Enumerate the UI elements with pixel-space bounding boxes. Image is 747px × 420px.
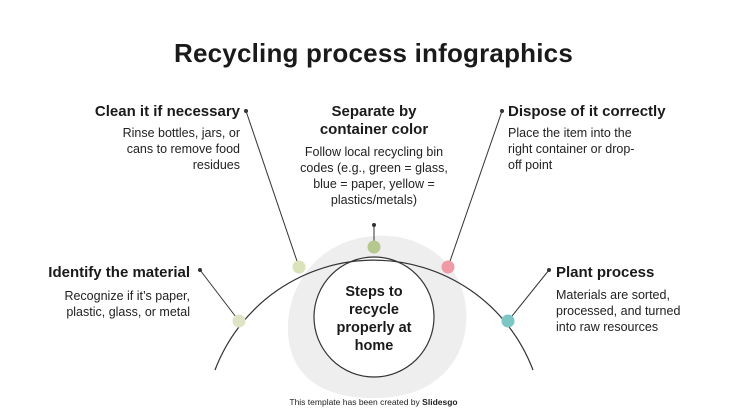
step-title-separate: Separate by container color [319,103,429,138]
step-desc-dispose: Place the item into the right container … [508,126,635,172]
footer-brand: Slidesgo [422,397,458,407]
connector-end-dot-1 [198,268,202,272]
step-desc-clean: Rinse bottles, jars, or cans to remove f… [122,126,240,172]
step-marker-separate [367,240,381,254]
process-arc [214,259,534,371]
step-desc-identify: Recognize if it’s paper, plastic, glass,… [64,289,190,319]
connector-line-5 [507,269,550,322]
connector-line-1 [199,269,240,322]
connector-end-dot-3 [372,223,376,227]
step-marker-dispose [441,260,455,274]
step-marker-identify [232,314,246,328]
center-circle [313,256,435,378]
step-marker-plant [501,314,515,328]
step-title-identify: Identify the material [48,264,190,281]
connector-end-dot-2 [244,109,248,113]
connector-end-dot-4 [500,109,504,113]
page-title: Recycling process infographics [173,38,573,68]
center-label: Steps to recycle properly at home [336,284,412,354]
footer-prefix: This template has been created by [289,397,420,407]
step-desc-separate: Follow local recycling bin codes (e.g., … [300,145,448,207]
step-marker-clean [292,260,306,274]
step-desc-plant: Materials are sorted, processed, and tur… [556,288,681,334]
step-title-clean: Clean it if necessary [94,103,240,120]
connector-line-4 [447,110,503,268]
footer-credit: This template has been created by Slides… [0,397,747,407]
connector-end-dot-5 [547,268,551,272]
step-title-plant: Plant process [556,264,655,281]
connector-line-2 [245,110,300,268]
step-title-dispose: Dispose of it correctly [508,103,666,120]
